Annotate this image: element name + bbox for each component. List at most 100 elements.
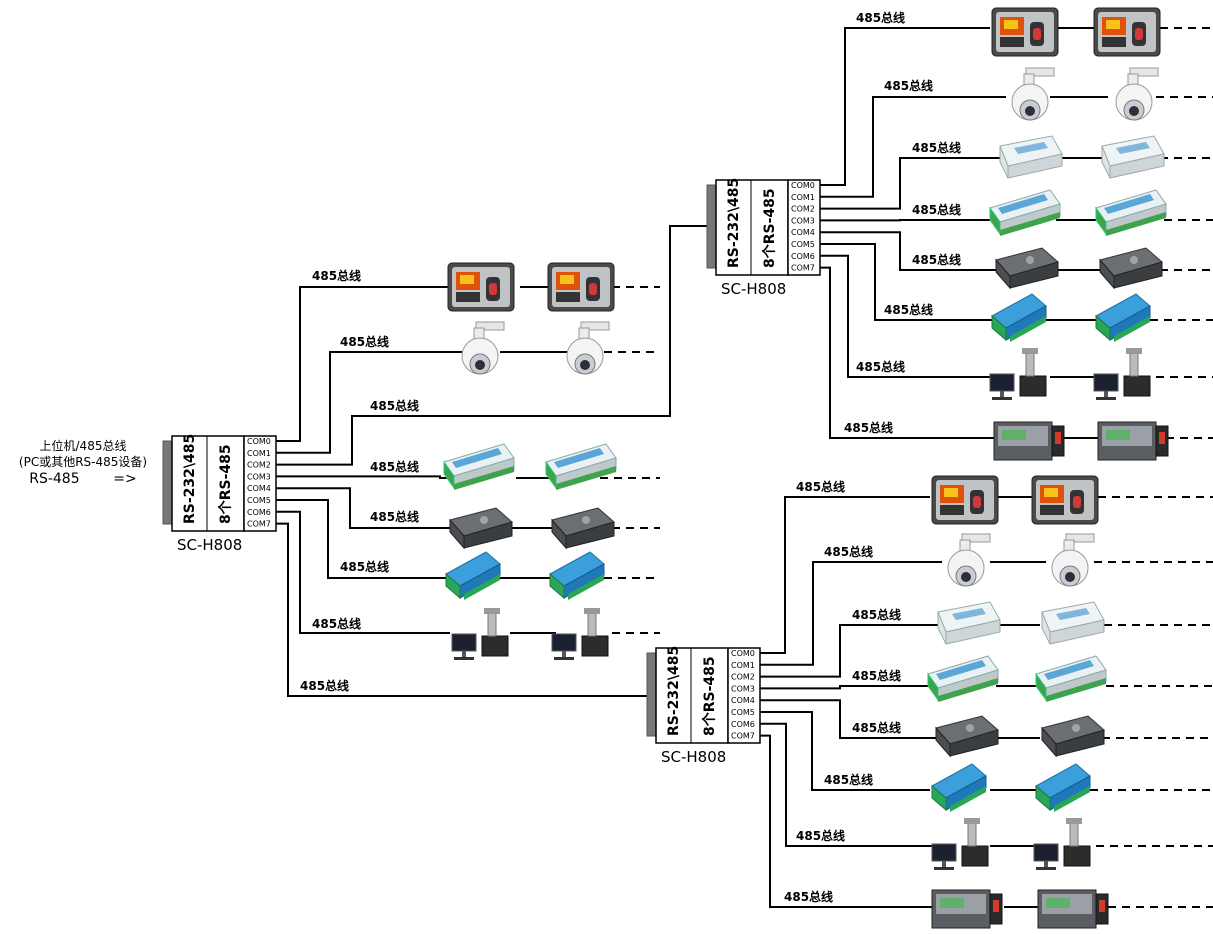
bus-label: 485总线 bbox=[784, 889, 833, 904]
hub-name: SC-H808 bbox=[177, 536, 242, 554]
hub-port-label: COM6 bbox=[791, 252, 815, 261]
bus-label: 485总线 bbox=[370, 459, 419, 474]
bus-line bbox=[760, 624, 940, 678]
hub-port-label: COM7 bbox=[791, 264, 815, 273]
bus-line bbox=[760, 561, 942, 666]
fingerprint-terminal-icon bbox=[1031, 475, 1099, 525]
io-module-icon bbox=[545, 443, 617, 490]
bus-line bbox=[760, 722, 932, 847]
host-line2: (PC或其他RS-485设备) bbox=[18, 455, 148, 469]
panel-controller-icon bbox=[1037, 889, 1109, 929]
hub-name: SC-H808 bbox=[721, 280, 786, 298]
bus-label: 485总线 bbox=[884, 302, 933, 317]
converter-module-icon bbox=[937, 601, 1001, 645]
bus-line bbox=[820, 96, 1006, 198]
dome-camera-icon bbox=[947, 533, 991, 587]
hub-port-label: COM2 bbox=[791, 205, 815, 214]
bus-label: 485总线 bbox=[796, 828, 845, 843]
hub-port-panel bbox=[243, 435, 277, 532]
computer-workstation-icon bbox=[451, 608, 509, 660]
bus-line bbox=[760, 496, 930, 654]
bus-line bbox=[276, 499, 454, 579]
hub-port-label: COM5 bbox=[247, 496, 271, 505]
bus-labels: 485总线 485总线 485总线 485总线 485总线 485总线 485总线 485总线… bbox=[300, 10, 961, 904]
hub-port-label: COM3 bbox=[731, 684, 755, 693]
bus-label: 485总线 bbox=[824, 544, 873, 559]
converter-module-icon bbox=[1041, 601, 1105, 645]
gray-meter-icon bbox=[935, 715, 1000, 758]
bus-label: 485总线 bbox=[312, 268, 361, 283]
hub-port-label: COM0 bbox=[247, 437, 271, 446]
hub-port-label: COM2 bbox=[731, 673, 755, 682]
bus-label: 485总线 bbox=[844, 420, 893, 435]
bus-label: 485总线 bbox=[852, 668, 901, 683]
bus-line bbox=[276, 225, 707, 466]
hub-port-label: COM4 bbox=[731, 696, 755, 705]
hub-port-label: COM0 bbox=[731, 649, 755, 658]
bus-line bbox=[276, 522, 648, 697]
io-module-icon bbox=[443, 443, 515, 490]
hub-port-label: COM3 bbox=[247, 472, 271, 481]
bus-label: 485总线 bbox=[884, 78, 933, 93]
host-label: 上位机/485总线 (PC或其他RS-485设备) RS-485 => bbox=[0, 438, 166, 487]
bus-label: 485总线 bbox=[856, 10, 905, 25]
computer-workstation-icon bbox=[1033, 818, 1091, 870]
fingerprint-terminal-icon bbox=[991, 7, 1059, 57]
arrow-icon: => bbox=[113, 471, 137, 487]
hub-body bbox=[715, 179, 789, 276]
host-line3-row: RS-485 => bbox=[0, 471, 166, 487]
hub-name: SC-H808 bbox=[661, 748, 726, 766]
converter-module-icon bbox=[1101, 135, 1165, 179]
bus-line bbox=[760, 699, 936, 739]
bus-label: 485总线 bbox=[300, 678, 349, 693]
computer-workstation-icon bbox=[931, 818, 989, 870]
panel-controller-icon bbox=[993, 421, 1065, 461]
bus-label: 485总线 bbox=[340, 334, 389, 349]
bus-line bbox=[820, 27, 990, 186]
bus-label: 485总线 bbox=[824, 772, 873, 787]
gray-meter-icon bbox=[449, 507, 514, 550]
dome-camera-icon bbox=[1115, 67, 1159, 121]
bus-label: 485总线 bbox=[912, 140, 961, 155]
hub-left-text: RS-232\485 bbox=[666, 646, 682, 736]
host-line1: 上位机/485总线 bbox=[39, 439, 127, 453]
computer-workstation-icon bbox=[1093, 348, 1151, 400]
io-module-icon bbox=[1035, 655, 1107, 702]
hub-port-panel bbox=[727, 647, 761, 744]
blue-module-icon bbox=[445, 551, 501, 600]
hub-connector bbox=[646, 652, 657, 737]
blue-module-icon bbox=[991, 293, 1047, 342]
panel-controller-icon bbox=[1097, 421, 1169, 461]
hub-port-label: COM4 bbox=[791, 228, 815, 237]
bus-label: 485总线 bbox=[856, 359, 905, 374]
blue-module-icon bbox=[1035, 763, 1091, 812]
bus-line bbox=[820, 266, 994, 439]
bus-label: 485总线 bbox=[912, 202, 961, 217]
computer-workstation-icon bbox=[551, 608, 609, 660]
io-module-icon bbox=[1095, 189, 1167, 236]
bus-line bbox=[820, 157, 1000, 210]
gray-meter-icon bbox=[995, 247, 1060, 290]
dome-camera-icon bbox=[461, 321, 505, 375]
gray-meter-icon bbox=[1099, 247, 1164, 290]
hub-port-label: COM1 bbox=[247, 449, 271, 458]
bus-label: 485总线 bbox=[796, 479, 845, 494]
hub-port-label: COM6 bbox=[731, 720, 755, 729]
bus-label: 485总线 bbox=[370, 509, 419, 524]
bus-label: 485总线 bbox=[340, 559, 389, 574]
hub-port-label: COM5 bbox=[791, 240, 815, 249]
blue-module-icon bbox=[549, 551, 605, 600]
blue-module-icon bbox=[1095, 293, 1151, 342]
io-module-icon bbox=[989, 189, 1061, 236]
bus-label: 485总线 bbox=[370, 398, 419, 413]
converter-module-icon bbox=[999, 135, 1063, 179]
bus-line bbox=[276, 286, 480, 442]
dome-camera-icon bbox=[1051, 533, 1095, 587]
hub-port-panel bbox=[787, 179, 821, 276]
gray-meter-icon bbox=[1041, 715, 1106, 758]
hub-right-text: 8个RS-485 bbox=[701, 656, 718, 736]
fingerprint-terminal-icon bbox=[547, 262, 615, 312]
